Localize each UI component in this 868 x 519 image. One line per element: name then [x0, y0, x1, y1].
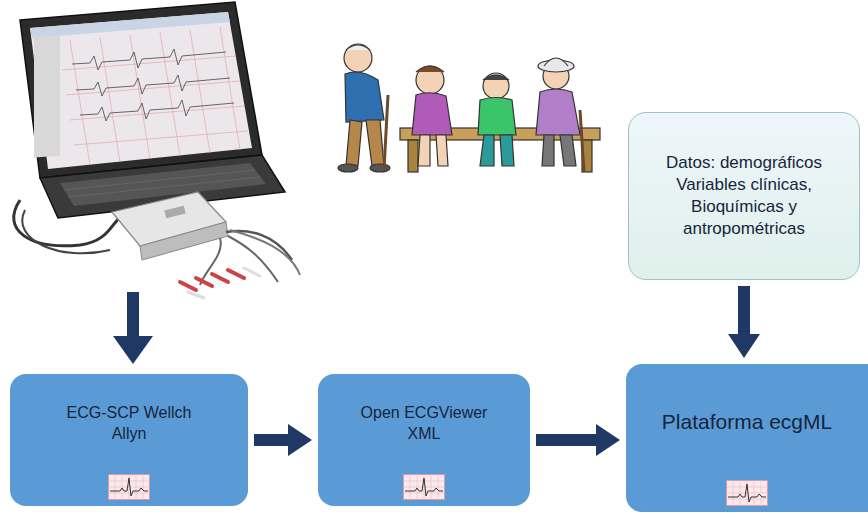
ecg-icon: [108, 474, 150, 500]
flow-arrow: [254, 424, 312, 456]
node-label: Datos: demográficos Variables clínicas, …: [649, 152, 839, 240]
node-label: Plataforma ecgML: [662, 408, 832, 435]
data-box: Datos: demográficos Variables clínicas, …: [628, 112, 860, 280]
laptop: [20, 2, 285, 218]
ecg-icon: [726, 480, 768, 506]
elderly-people: [338, 44, 600, 172]
node-label: Open ECGViewer XML: [344, 403, 504, 445]
platform-box: Plataforma ecgML: [626, 364, 868, 512]
node-label: ECG-SCP Wellch Allyn: [49, 403, 209, 445]
process-box: ECG-SCP Wellch Allyn: [10, 374, 248, 506]
flow-arrow: [536, 424, 620, 456]
ecg-device: [14, 192, 300, 298]
flow-arrow: [728, 286, 760, 358]
process-box: Open ECGViewer XML: [318, 374, 530, 506]
down-arrow: [113, 292, 153, 364]
ecg-icon: [403, 474, 445, 500]
